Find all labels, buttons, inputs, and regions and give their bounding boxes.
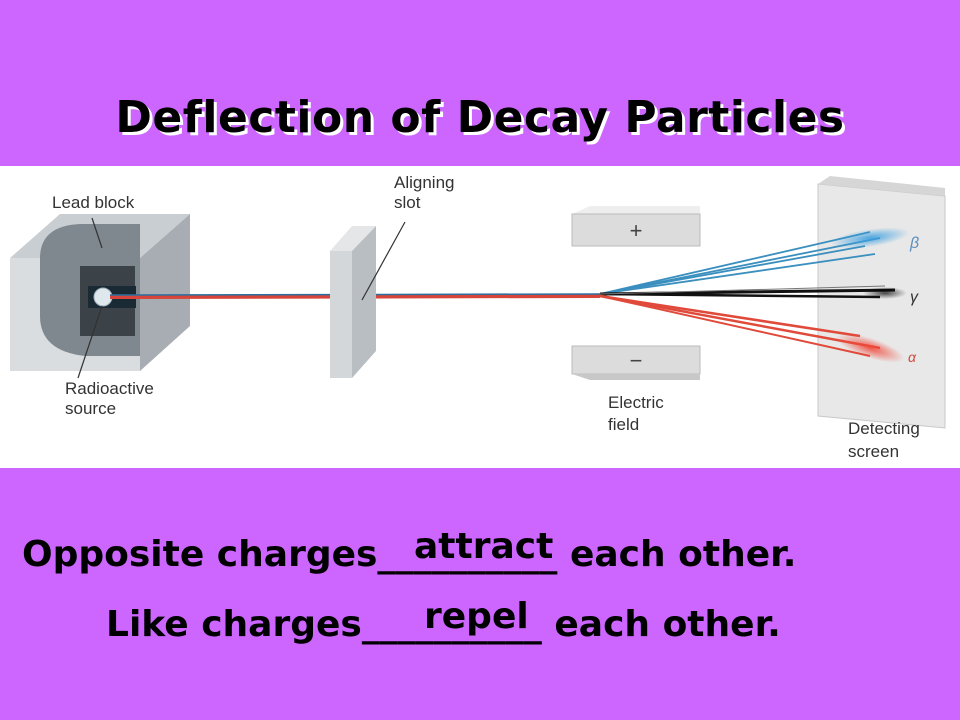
- negative-plate: −: [571, 345, 701, 380]
- diagram-svg: + −: [10, 173, 946, 461]
- electric-field-label-line2: field: [608, 415, 639, 434]
- answer-repel: repel: [424, 596, 529, 637]
- plus-sign: +: [630, 218, 643, 243]
- detecting-screen: [817, 176, 946, 429]
- aligning-slot-plate: [330, 226, 376, 378]
- alpha-rays: [599, 294, 905, 363]
- aligning-slot-label-line1: Aligning: [394, 173, 455, 192]
- detecting-screen-label-line2: screen: [848, 442, 899, 461]
- alpha-symbol: α: [908, 349, 917, 365]
- sentence-like-charges: Like charges__________ each other.: [106, 604, 781, 645]
- detecting-screen-label-line1: Detecting: [848, 419, 920, 438]
- slide-title: Deflection of Decay Particles: [115, 92, 845, 143]
- answer-attract: attract: [414, 526, 554, 567]
- gamma-rays: [599, 285, 907, 299]
- lead-block-label: Lead block: [52, 193, 135, 212]
- beta-rays: [599, 227, 910, 295]
- radioactive-source-label-line2: source: [65, 399, 116, 418]
- minus-sign: −: [630, 348, 643, 373]
- gamma-symbol: γ: [910, 289, 919, 306]
- lead-block: [10, 214, 190, 371]
- electric-field-label-line1: Electric: [608, 393, 664, 412]
- aligning-slot-label-line2: slot: [394, 193, 421, 212]
- deflection-diagram: + −: [0, 166, 960, 468]
- sentence-opposite-charges: Opposite charges__________ each other.: [22, 534, 797, 575]
- positive-plate: +: [571, 206, 701, 247]
- beta-symbol: β: [909, 235, 919, 252]
- radioactive-source-label-line1: Radioactive: [65, 379, 154, 398]
